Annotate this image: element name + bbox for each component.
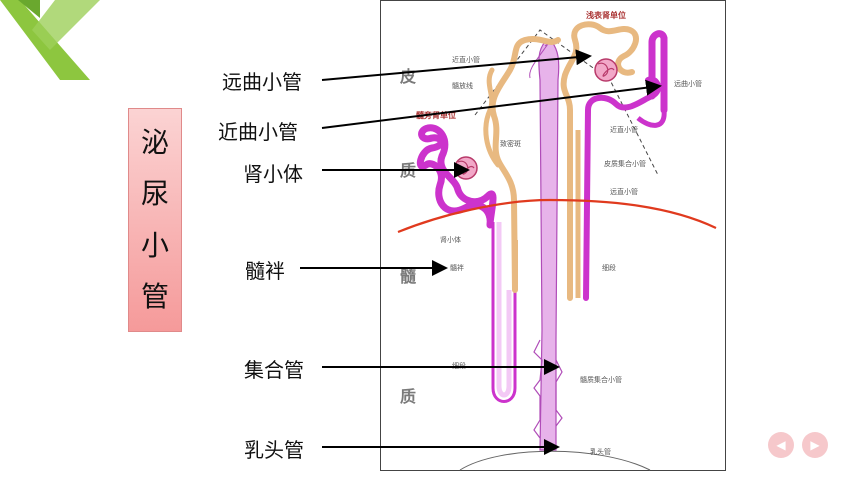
label-collecting-duct: 集合管 — [244, 358, 304, 382]
diagram-proximal-straight-top: 近直小管 — [452, 55, 480, 64]
next-slide-button[interactable]: ▶ — [802, 432, 828, 458]
region-cortex-2: 质 — [400, 161, 416, 180]
title-box: 泌 尿 小 管 — [128, 108, 182, 332]
diagram-loop: 髓袢 — [450, 263, 464, 272]
diagram-superficial-unit: 浅表肾单位 — [586, 10, 626, 20]
diagram-papillary: 乳头管 — [590, 447, 611, 456]
corner-decoration — [0, 0, 100, 80]
diagram-macula-densa: 致密斑 — [500, 139, 521, 148]
region-medulla-1: 髓 — [400, 267, 417, 286]
label-papillary-duct: 乳头管 — [244, 438, 304, 462]
prev-slide-button[interactable]: ◀ — [768, 432, 794, 458]
label-renal-corpuscle: 肾小体 — [243, 162, 303, 186]
diagram-medullary-ray: 髓放线 — [452, 81, 473, 90]
diagram-corpuscle: 肾小体 — [440, 235, 461, 244]
title-char: 管 — [140, 280, 169, 314]
title-char: 泌 — [140, 125, 169, 159]
region-medulla-2: 质 — [400, 387, 416, 406]
label-loop-of-henle: 髓袢 — [245, 259, 285, 283]
diagram-thin-segment-right: 细段 — [602, 263, 616, 272]
diagram-juxtamedullary-unit: 髓旁肾单位 — [416, 110, 456, 120]
label-distal-tubule: 远曲小管 — [222, 70, 302, 94]
label-proximal-tubule: 近曲小管 — [218, 120, 298, 144]
diagram-proximal-straight-right: 近直小管 — [610, 125, 638, 134]
diagram-distal-straight: 远直小管 — [610, 187, 638, 196]
title-char: 尿 — [140, 177, 169, 211]
diagram-medullary-collecting: 髓质集合小管 — [580, 375, 622, 384]
title-char: 小 — [140, 228, 169, 262]
diagram-thin-segment-left: 细段 — [452, 361, 466, 370]
diagram-cortical-collecting: 皮质集合小管 — [604, 159, 646, 168]
triangle-right-icon: ▶ — [810, 438, 820, 452]
region-cortex-1: 皮 — [399, 67, 416, 86]
nephron-diagram: 皮 质 髓 质 浅表肾单位 近直小管 髓放线 髓旁肾单位 致密斑 远曲小管 近直… — [380, 0, 726, 471]
diagram-distal-convoluted: 远曲小管 — [674, 79, 702, 88]
triangle-left-icon: ◀ — [776, 438, 786, 452]
